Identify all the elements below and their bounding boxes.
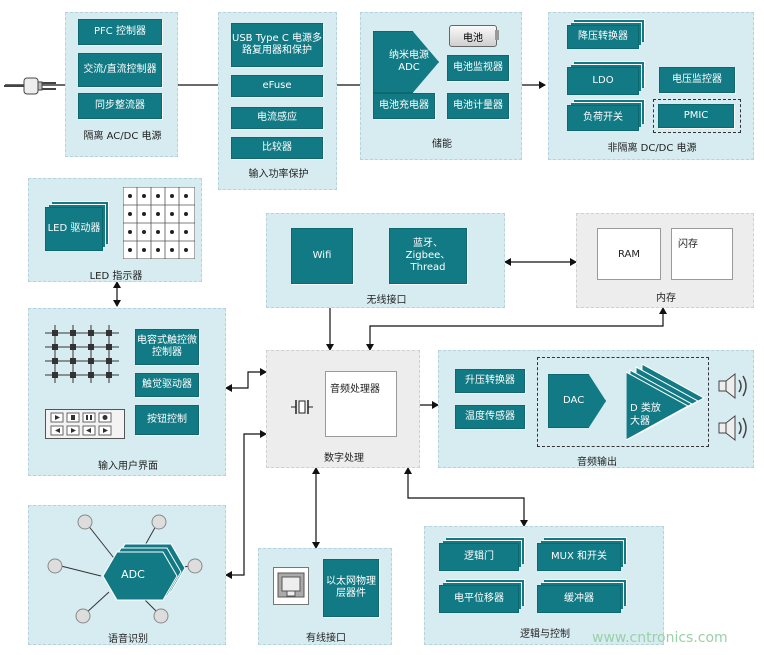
memory-caption: 内存	[656, 293, 676, 304]
led-panel: LED 驱动器 LED 指示器	[28, 178, 202, 282]
audio-output-caption: 音频输出	[577, 457, 617, 468]
sync-rectifier-block: 同步整流器	[78, 93, 162, 119]
user-interface-panel: 电容式触控微控制器 触觉驱动器 按钮控制 输入用户界面	[28, 308, 226, 476]
boost-converter-block: 升压转换器	[455, 369, 525, 393]
ac-dc-panel: PFC 控制器 交流/直流控制器 同步整流器 隔离 AC/DC 电源	[65, 12, 178, 157]
battery-gauge-block: 电池计量器	[447, 93, 509, 119]
voice-caption: 语音识别	[108, 634, 148, 645]
speaker-icon-bottom	[718, 414, 747, 442]
dc-dc-panel: 降压转换器 LDO 电压监控器 负荷开关 PMIC 非隔离 DC/DC 电源	[548, 12, 754, 160]
pfc-controller-block: PFC 控制器	[78, 19, 162, 45]
ac-dc-controller-block: 交流/直流控制器	[78, 53, 162, 87]
led-caption: LED 指示器	[89, 271, 143, 282]
crystal-oscillator-icon	[291, 400, 313, 414]
button-control-block: 按钮控制	[135, 405, 199, 435]
led-driver-block: LED 驱动器	[45, 207, 103, 251]
battery-monitor-block: 电池监视器	[447, 55, 509, 81]
ui-dsp-arrow	[225, 368, 267, 392]
temperature-sensor-block: 温度传感器	[455, 405, 525, 429]
class-d-amp-stack-icon	[626, 364, 706, 440]
cap-touch-mcu-block: 电容式触控微控制器	[135, 329, 199, 365]
voltage-monitor-block: 电压监控器	[659, 67, 735, 93]
level-shifter-block: 电平位移器	[439, 585, 519, 613]
voice-adc-label: ADC	[121, 568, 145, 581]
mux-switch-block: MUX 和开关	[537, 543, 621, 571]
haptic-driver-block: 触觉驱动器	[135, 373, 199, 397]
nano-adc-block: 纳米电源ADC	[373, 31, 439, 93]
flash-block: 闪存	[671, 228, 733, 280]
microphone-array-icon	[47, 514, 203, 624]
efuse-block: eFuse	[231, 75, 323, 97]
pmic-outline: PMIC	[653, 99, 741, 133]
input-protection-panel: USB Type C 电源多路复用器和保护 eFuse 电流感应 比较器 输入功…	[218, 12, 337, 190]
energy-storage-caption: 储能	[432, 139, 452, 150]
energy-storage-panel: 纳米电源ADC 电池 电池监视器 电池充电器 电池计量器 储能	[360, 12, 522, 160]
user-interface-caption: 输入用户界面	[98, 461, 158, 472]
audio-chain-outline: DAC D 类放大器	[537, 357, 709, 447]
usb-type-c-block: USB Type C 电源多路复用器和保护	[231, 23, 323, 67]
watermark-text: www.cntronics.com	[592, 630, 728, 646]
logic-caption: 逻辑与控制	[520, 629, 570, 640]
touch-grid-icon	[45, 325, 119, 383]
digital-processing-panel: 音频处理器 数字处理	[266, 350, 420, 468]
comparator-block: 比较器	[231, 137, 323, 159]
ram-block: RAM	[597, 228, 661, 280]
ethernet-port-icon	[273, 567, 309, 605]
dsp-memory-arrow	[366, 307, 667, 351]
dac-block: DAC	[548, 374, 606, 428]
battery-terminal-icon	[495, 30, 499, 40]
wired-caption: 有线接口	[306, 633, 346, 644]
buck-converter-block: 降压转换器	[567, 25, 639, 49]
logic-gate-block: 逻辑门	[439, 543, 519, 571]
wireless-panel: Wifi 蓝牙、Zigbee、Thread 无线接口	[266, 213, 505, 308]
logic-panel: 逻辑门 MUX 和开关 电平位移器 缓冲器 逻辑与控制	[424, 526, 664, 645]
digital-processing-caption: 数字处理	[324, 453, 364, 464]
voice-panel: ADC 语音识别	[28, 505, 226, 645]
load-switch-block: 负荷开关	[567, 105, 639, 131]
battery-label: 电池	[463, 32, 483, 44]
led-matrix-icon	[123, 187, 195, 259]
input-protection-caption: 输入功率保护	[248, 169, 309, 180]
bluetooth-zigbee-thread-block: 蓝牙、Zigbee、Thread	[389, 228, 467, 284]
wifi-block: Wifi	[291, 228, 353, 284]
buffer-block: 缓冲器	[537, 585, 621, 613]
current-sense-block: 电流感应	[231, 107, 323, 129]
ac-dc-caption: 隔离 AC/DC 电源	[83, 131, 162, 142]
wired-panel: 以太网物理层器件 有线接口	[258, 548, 392, 645]
ethernet-phy-block: 以太网物理层器件	[323, 559, 379, 617]
speaker-icon-top	[718, 372, 747, 400]
ldo-block: LDO	[567, 67, 639, 95]
media-buttons-icon	[45, 409, 125, 439]
audio-output-panel: 升压转换器 温度传感器 DAC D 类放大器 音频输出	[438, 350, 754, 468]
pmic-block: PMIC	[658, 104, 734, 128]
dc-dc-caption: 非隔离 DC/DC 电源	[607, 143, 697, 154]
class-d-amp-label: D 类放大器	[630, 403, 661, 427]
voice-dsp-arrow	[225, 430, 267, 579]
wireless-caption: 无线接口	[366, 295, 407, 306]
battery-icon: 电池	[449, 25, 497, 47]
battery-charger-block: 电池充电器	[373, 93, 435, 119]
power-plug-icon	[4, 77, 56, 95]
memory-panel: RAM 闪存 内存	[576, 213, 754, 308]
audio-processor-block: 音频处理器	[325, 371, 397, 437]
dsp-logic-arrow	[404, 467, 528, 527]
